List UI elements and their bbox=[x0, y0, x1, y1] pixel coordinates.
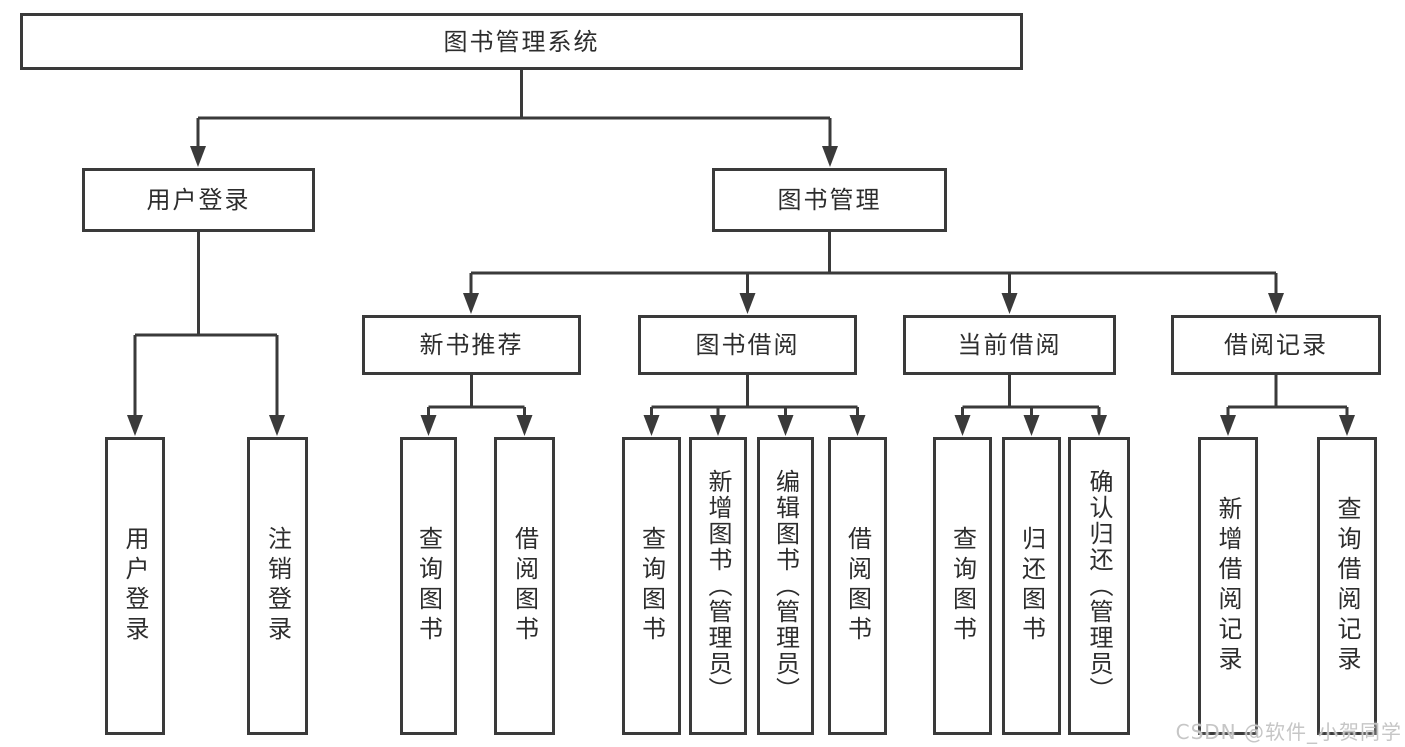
leaf-borrow-books-recommend: 借阅图书 bbox=[494, 437, 555, 735]
leaf-query-books-current: 查询图书 bbox=[933, 437, 992, 735]
node-book-borrowing: 图书借阅 bbox=[638, 315, 857, 375]
leaf-borrow-books-borrowing: 借阅图书 bbox=[828, 437, 887, 735]
leaf-logout: 注销登录 bbox=[247, 437, 308, 735]
leaf-user-login: 用户登录 bbox=[105, 437, 165, 735]
csdn-watermark: CSDN @软件_小贺同学 bbox=[1175, 720, 1402, 744]
node-book-management: 图书管理 bbox=[712, 168, 947, 232]
node-new-book-recommendation: 新书推荐 bbox=[362, 315, 581, 375]
leaf-query-books-recommend: 查询图书 bbox=[400, 437, 457, 735]
node-root-system: 图书管理系统 bbox=[20, 13, 1023, 70]
node-user-login: 用户登录 bbox=[82, 168, 315, 232]
leaf-confirm-return-admin: 确认归还（管理员） bbox=[1068, 437, 1130, 735]
node-borrowing-records: 借阅记录 bbox=[1171, 315, 1381, 375]
leaf-return-books: 归还图书 bbox=[1002, 437, 1061, 735]
leaf-add-borrow-record: 新增借阅记录 bbox=[1198, 437, 1258, 735]
leaf-edit-books-admin: 编辑图书（管理员） bbox=[757, 437, 814, 735]
leaf-query-books-borrowing: 查询图书 bbox=[622, 437, 681, 735]
leaf-add-books-admin: 新增图书（管理员） bbox=[689, 437, 747, 735]
node-current-borrowing: 当前借阅 bbox=[903, 315, 1116, 375]
leaf-query-borrow-record: 查询借阅记录 bbox=[1317, 437, 1377, 735]
